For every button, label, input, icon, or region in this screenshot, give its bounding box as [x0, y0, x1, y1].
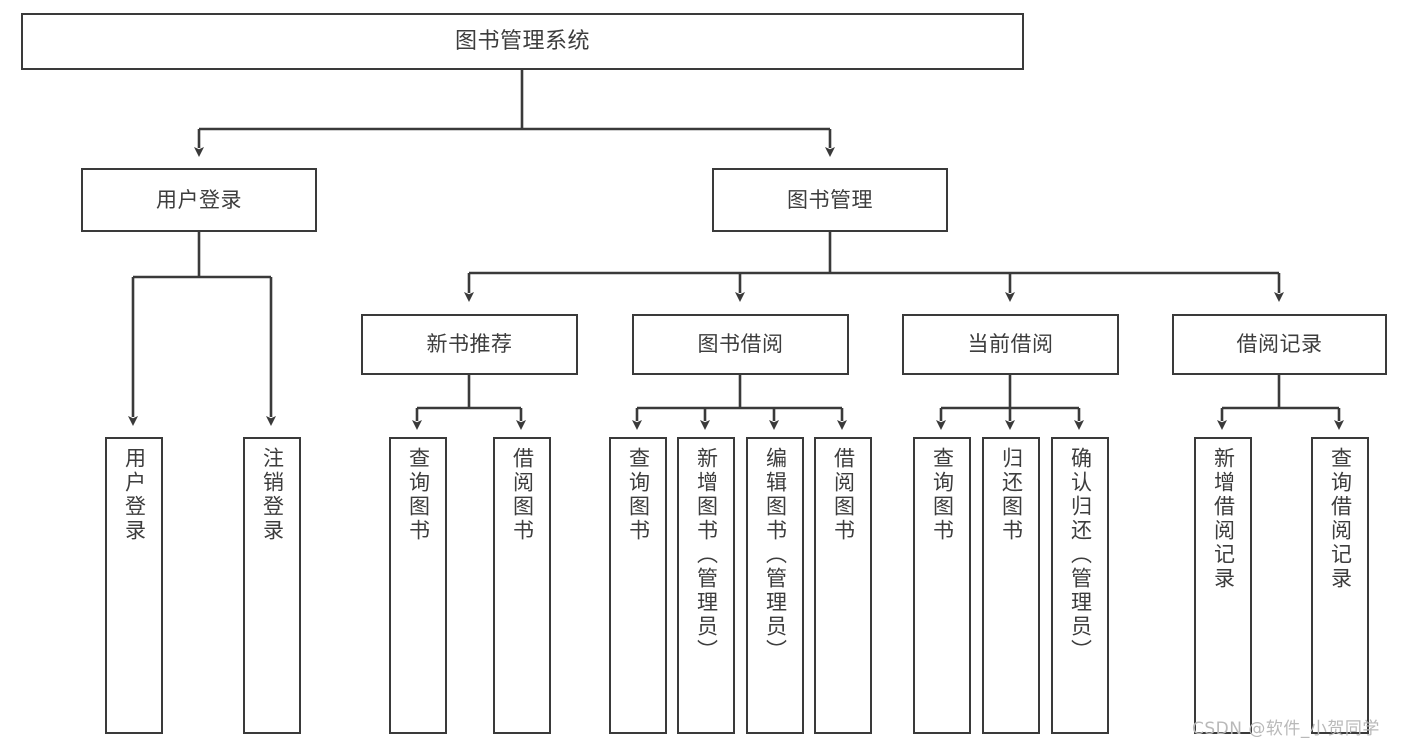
- node-leaf-record-query-label: 查询借阅记录: [1328, 447, 1353, 591]
- node-leaf-current-return-book[interactable]: 归还图书: [982, 437, 1040, 734]
- node-book-borrow-label: 图书借阅: [697, 332, 784, 357]
- node-leaf-borrow-add-book-label: 新增图书（管理员）: [694, 447, 719, 663]
- node-leaf-current-query-book-label: 查询图书: [930, 447, 955, 543]
- node-leaf-borrow-add-book[interactable]: 新增图书（管理员）: [677, 437, 735, 734]
- node-current-borrow-label: 当前借阅: [967, 332, 1054, 357]
- node-leaf-current-return-book-label: 归还图书: [999, 447, 1024, 543]
- node-book-management[interactable]: 图书管理: [712, 168, 948, 232]
- node-book-management-label: 图书管理: [787, 187, 873, 212]
- node-leaf-borrow-borrow-book[interactable]: 借阅图书: [814, 437, 872, 734]
- node-leaf-current-query-book[interactable]: 查询图书: [913, 437, 971, 734]
- node-leaf-user-logout[interactable]: 注销登录: [243, 437, 301, 734]
- node-user-login-label: 用户登录: [156, 187, 242, 212]
- node-new-book-recommend[interactable]: 新书推荐: [361, 314, 578, 375]
- node-leaf-current-confirm-return[interactable]: 确认归还（管理员）: [1051, 437, 1109, 734]
- node-leaf-recommend-borrow-book[interactable]: 借阅图书: [493, 437, 551, 734]
- node-borrow-record[interactable]: 借阅记录: [1172, 314, 1387, 375]
- node-leaf-record-add[interactable]: 新增借阅记录: [1194, 437, 1252, 734]
- node-leaf-current-confirm-return-label: 确认归还（管理员）: [1068, 447, 1093, 663]
- node-root-system[interactable]: 图书管理系统: [21, 13, 1024, 70]
- node-leaf-borrow-query-book-label: 查询图书: [626, 447, 651, 543]
- node-leaf-borrow-edit-book[interactable]: 编辑图书（管理员）: [746, 437, 804, 734]
- node-leaf-borrow-edit-book-label: 编辑图书（管理员）: [763, 447, 788, 663]
- node-leaf-record-add-label: 新增借阅记录: [1211, 447, 1236, 591]
- node-root-system-label: 图书管理系统: [454, 28, 590, 54]
- node-borrow-record-label: 借阅记录: [1236, 332, 1323, 357]
- node-book-borrow[interactable]: 图书借阅: [632, 314, 849, 375]
- node-leaf-user-login[interactable]: 用户登录: [105, 437, 163, 734]
- node-user-login[interactable]: 用户登录: [81, 168, 317, 232]
- node-leaf-borrow-borrow-book-label: 借阅图书: [831, 447, 856, 543]
- node-leaf-user-logout-label: 注销登录: [260, 447, 285, 543]
- node-leaf-recommend-borrow-book-label: 借阅图书: [510, 447, 535, 543]
- node-leaf-record-query[interactable]: 查询借阅记录: [1311, 437, 1369, 734]
- node-leaf-borrow-query-book[interactable]: 查询图书: [609, 437, 667, 734]
- node-current-borrow[interactable]: 当前借阅: [902, 314, 1119, 375]
- node-leaf-recommend-query-book[interactable]: 查询图书: [389, 437, 447, 734]
- csdn-watermark: CSDN @软件_小贺同学: [1192, 719, 1380, 739]
- node-leaf-user-login-label: 用户登录: [122, 447, 147, 543]
- node-new-book-recommend-label: 新书推荐: [426, 332, 513, 357]
- node-leaf-recommend-query-book-label: 查询图书: [406, 447, 431, 543]
